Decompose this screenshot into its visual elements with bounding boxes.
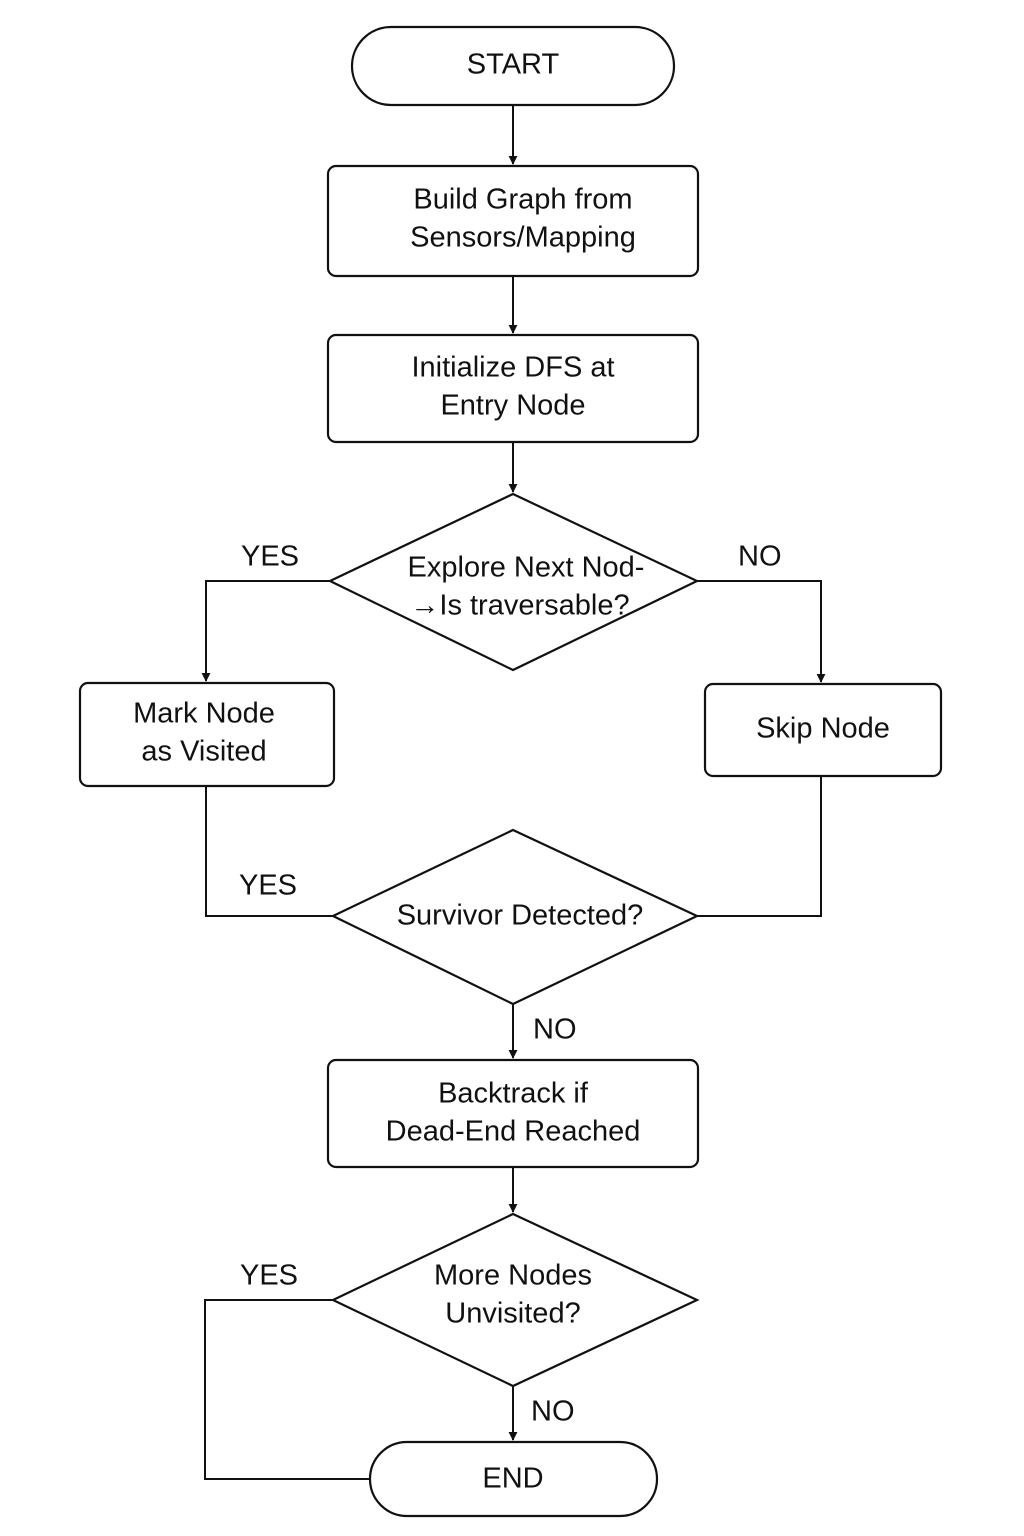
initialize-dfs-node: Initialize DFS at Entry Node <box>326 333 700 444</box>
build-graph-label-line2: Sensors/Mapping <box>410 222 636 254</box>
explore-label-line2: →Is traversable? <box>410 590 629 622</box>
end-terminal-shape <box>368 1440 659 1518</box>
initialize-dfs-label-line2: Entry Node <box>440 390 585 422</box>
skip-node: Skip Node <box>703 682 943 778</box>
initialize-dfs-label-line1: Initialize DFS at <box>411 352 614 384</box>
more-nodes-label-line2: Unvisited? <box>445 1298 580 1330</box>
connectors <box>201 106 826 1480</box>
more-nodes-decision-diamond <box>330 1212 700 1388</box>
arrow-explore-yes-to-mark <box>201 580 330 682</box>
survivor-no-label: NO <box>533 1014 577 1046</box>
skip-node-box <box>703 682 943 778</box>
end-node: END <box>368 1440 659 1518</box>
end-label: END <box>482 1463 543 1495</box>
more-nodes-decision-node: More Nodes Unvisited? <box>330 1212 700 1388</box>
backtrack-node: Backtrack if Dead-End Reached <box>326 1058 700 1169</box>
more-yes-label: YES <box>240 1260 298 1292</box>
line-mark-to-survivor <box>205 787 333 917</box>
mark-visited-node: Mark Node as Visited <box>78 681 336 788</box>
start-label: START <box>467 49 560 81</box>
start-terminal-shape <box>350 25 676 107</box>
explore-yes-label: YES <box>241 541 299 573</box>
mark-visited-label-line2: as Visited <box>141 736 266 768</box>
build-graph-label-line1: Build Graph from <box>413 184 632 216</box>
backtrack-box <box>326 1058 700 1169</box>
survivor-label: Survivor Detected? <box>397 900 644 932</box>
start-node: START <box>350 25 676 107</box>
line-more-yes-loop <box>204 1299 370 1480</box>
explore-label-line1: Explore Next Nod- <box>408 552 645 584</box>
line-skip-to-survivor <box>697 777 822 917</box>
initialize-dfs-box <box>326 333 700 444</box>
survivor-decision-diamond <box>330 828 700 1006</box>
more-no-label: NO <box>531 1396 575 1428</box>
explore-no-label: NO <box>738 541 782 573</box>
backtrack-label-line2: Dead-End Reached <box>386 1116 641 1148</box>
survivor-decision-node: Survivor Detected? <box>330 828 700 1006</box>
more-nodes-label-line1: More Nodes <box>434 1260 592 1292</box>
mark-visited-box <box>78 681 336 788</box>
survivor-yes-label: YES <box>239 870 297 902</box>
arrow-explore-no-to-skip <box>697 580 826 683</box>
explore-decision-node: Explore Next Nod- →Is traversable? <box>327 492 700 672</box>
build-graph-box <box>326 164 700 278</box>
build-graph-node: Build Graph from Sensors/Mapping <box>326 164 700 278</box>
mark-visited-label-line1: Mark Node <box>133 698 275 730</box>
explore-decision-diamond <box>327 492 700 672</box>
skip-node-label: Skip Node <box>756 713 890 745</box>
backtrack-label-line1: Backtrack if <box>438 1078 589 1110</box>
